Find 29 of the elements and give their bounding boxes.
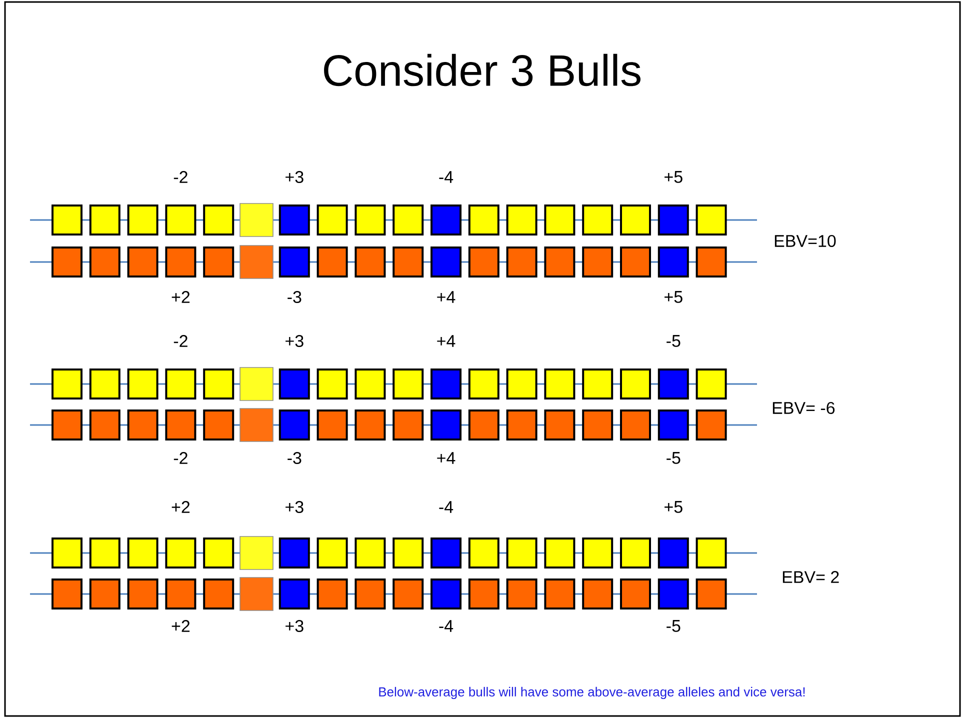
allele-value: +3 (286, 334, 304, 348)
allele-value: +2 (172, 501, 190, 513)
allele-value: -5 (666, 620, 680, 632)
allele-value: +3 (286, 500, 304, 514)
allele-value: -5 (666, 335, 680, 347)
allele-value: -5 (666, 452, 680, 464)
allele-value: +5 (664, 171, 682, 183)
ebv-value: EBV=10 (774, 234, 836, 248)
allele-value: -4 (439, 620, 454, 632)
allele-value: -3 (288, 452, 302, 464)
allele-value: +3 (286, 170, 304, 184)
allele-value: -2 (174, 452, 188, 464)
allele-value: -4 (439, 501, 454, 513)
allele-value: +4 (437, 291, 456, 303)
allele-value: +5 (664, 501, 682, 513)
title: Consider 3 Bulls (324, 54, 640, 86)
allele-value: +2 (172, 620, 190, 632)
ebv-value: EBV= -6 (772, 402, 835, 414)
ebv-value: EBV= 2 (782, 571, 839, 583)
allele-value: +2 (172, 291, 190, 303)
allele-value: +5 (664, 291, 682, 303)
allele-value: +4 (437, 452, 456, 464)
allele-value: -2 (174, 171, 188, 183)
allele-value: -2 (174, 335, 188, 347)
note: Below-average bulls will have some above-average alleles and vice versa! (379, 686, 805, 700)
allele-value: +4 (437, 335, 456, 347)
allele-value: -3 (288, 290, 302, 304)
allele-value: +3 (286, 620, 304, 632)
allele-value: -4 (439, 171, 454, 183)
